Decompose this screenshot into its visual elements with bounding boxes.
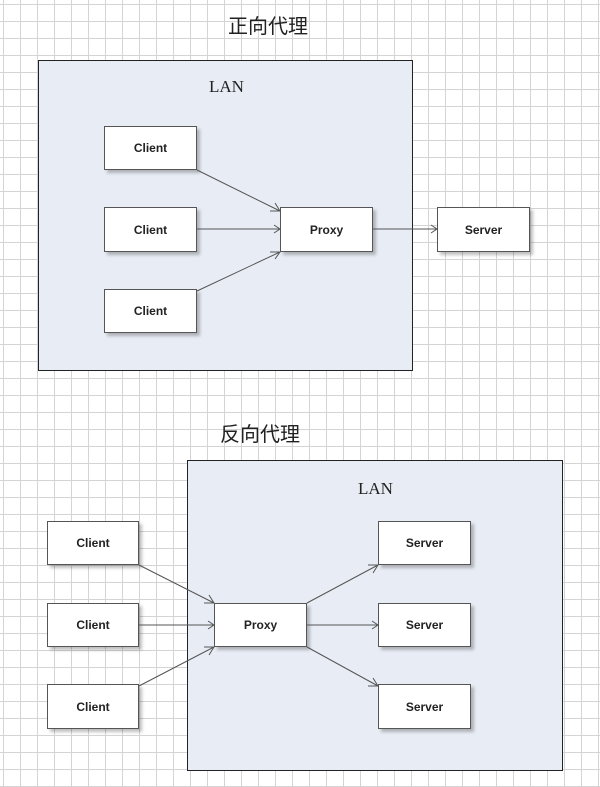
forward-client-node-3: Client [104, 289, 197, 333]
forward-arrowhead-client2 [273, 224, 281, 234]
reverse-edge-client3-proxy [138, 646, 215, 687]
forward-proxy-title: 正向代理 [228, 14, 308, 38]
reverse-arrowhead-server3 [368, 677, 379, 687]
reverse-lan-zone: LAN [187, 460, 563, 771]
reverse-edge-proxy-server1 [306, 564, 379, 604]
reverse-arrowhead-client3 [204, 646, 215, 656]
forward-edge-client3-proxy [196, 251, 281, 292]
reverse-arrowhead-client2 [207, 620, 215, 630]
reverse-arrowhead-server1 [368, 564, 379, 574]
reverse-edge-proxy-server3 [306, 646, 379, 687]
forward-proxy-node: Proxy [280, 207, 373, 252]
forward-client-node-1: Client [104, 126, 197, 170]
forward-client-node-2: Client [104, 207, 197, 252]
forward-server-node: Server [437, 207, 530, 252]
reverse-edge-client1-proxy [138, 564, 215, 604]
reverse-server-node-1: Server [378, 521, 471, 565]
reverse-client-node-1: Client [47, 521, 139, 565]
reverse-lan-label: LAN [358, 479, 393, 498]
reverse-client-node-2: Client [47, 603, 139, 647]
reverse-server-node-3: Server [378, 684, 471, 729]
forward-arrowhead-server [430, 224, 438, 234]
forward-arrowhead-client3 [270, 251, 281, 260]
reverse-arrowhead-server2 [371, 620, 379, 630]
reverse-server-node-2: Server [378, 603, 471, 647]
forward-edge-client1-proxy [196, 169, 281, 212]
forward-lan-label: LAN [209, 77, 244, 96]
reverse-client-node-3: Client [47, 684, 139, 729]
reverse-arrowhead-client1 [204, 594, 215, 604]
reverse-proxy-title: 反向代理 [220, 422, 300, 446]
forward-arrowhead-client1 [270, 202, 281, 212]
